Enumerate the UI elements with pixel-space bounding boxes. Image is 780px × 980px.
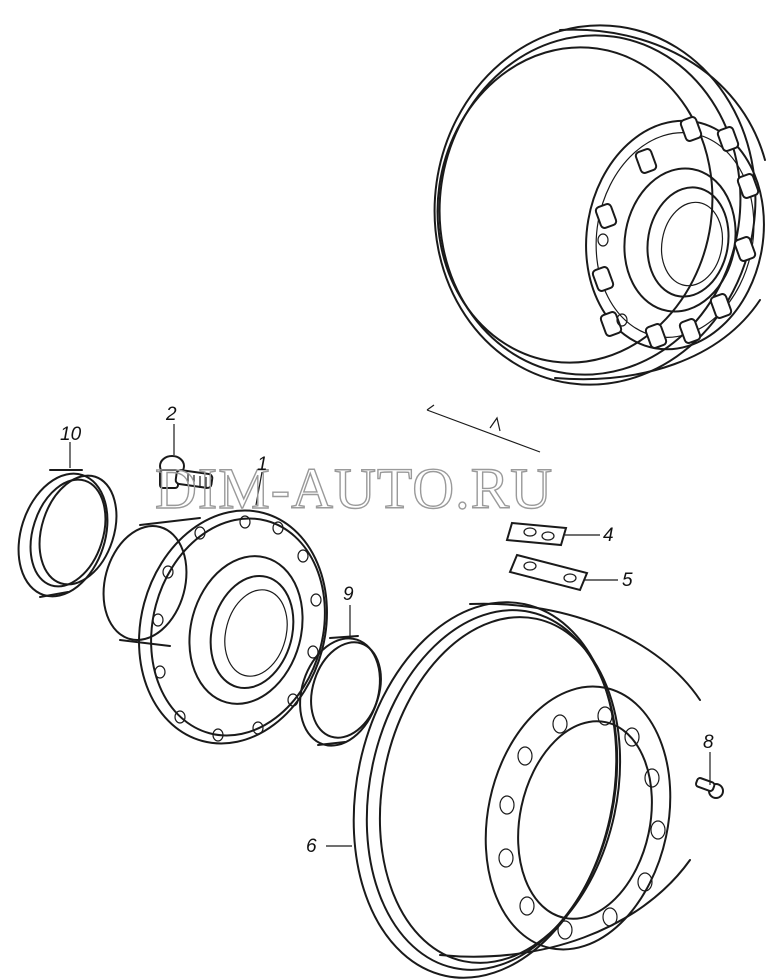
part-9-bearing-race [299,635,382,747]
callout-1: 1 [257,454,268,475]
part-8-screw [695,777,724,799]
callout-8: 8 [703,732,714,753]
drum-stud-holes [498,706,666,940]
leader-lines [69,424,711,847]
part-4-shim-plate [505,521,568,547]
part-6-brake-drum [352,601,701,979]
part-2-bolt [159,455,214,489]
assembled-drum-top [433,24,766,386]
assembly-arrow [426,404,541,453]
callout-10: 10 [60,424,82,445]
callout-4: 4 [603,525,614,546]
callout-6: 6 [306,836,317,857]
part-1-wheel-hub [102,509,328,745]
callout-2: 2 [165,404,177,425]
wheel-studs [591,116,760,349]
callout-5: 5 [622,570,633,591]
watermark-text: DIM-AUTO.RU [155,456,553,521]
part-5-shim-plate [508,553,589,592]
callout-9: 9 [343,584,354,605]
hub-bolt-holes [152,515,322,742]
part-10-bearing-race [17,469,118,598]
